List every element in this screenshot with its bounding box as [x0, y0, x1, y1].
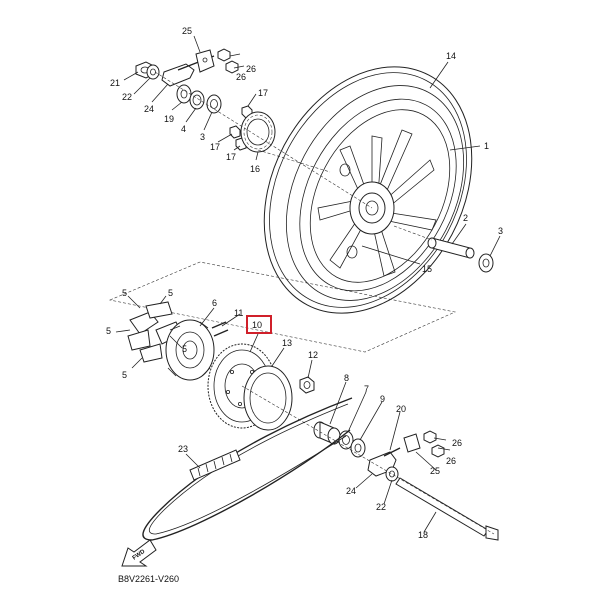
axis-line-upper — [154, 71, 373, 209]
callout-10-highlight[interactable]: 10 — [246, 315, 272, 334]
callout-4: 4 — [181, 124, 186, 134]
diagram-code: B8V2261-V260 — [118, 574, 179, 584]
callout-5-e: 5 — [182, 344, 187, 354]
callout-5-d: 5 — [122, 370, 127, 380]
callout-26-upper-a: 26 — [246, 64, 256, 74]
callout-24-lower: 24 — [346, 486, 356, 496]
callout-26-upper-b: 26 — [236, 72, 246, 82]
callout-12: 12 — [308, 350, 318, 360]
drive-chain — [142, 397, 353, 541]
callout-22-upper: 22 — [122, 92, 132, 102]
assembly-outline — [108, 261, 456, 353]
callout-21: 21 — [110, 78, 120, 88]
callout-13: 13 — [282, 338, 292, 348]
callout-10: 10 — [252, 320, 262, 330]
lock-washer-and-nut — [243, 365, 315, 431]
callout-24-upper: 24 — [144, 104, 154, 114]
collar-right — [393, 225, 494, 273]
callout-3-upper: 3 — [200, 132, 205, 142]
callout-5-b: 5 — [168, 288, 173, 298]
callout-1: 1 — [484, 141, 489, 151]
callout-17-c: 17 — [226, 152, 236, 162]
axis-line-rotor — [257, 149, 331, 173]
callout-8: 8 — [344, 373, 349, 383]
callout-26-lower-b: 26 — [446, 456, 456, 466]
callout-25-lower: 25 — [430, 466, 440, 476]
callout-5-c: 5 — [106, 326, 111, 336]
callout-11: 11 — [234, 308, 243, 318]
callout-7: 7 — [364, 384, 369, 394]
callout-14: 14 — [446, 51, 456, 61]
upper-left-parts — [135, 48, 276, 153]
highlight-box — [246, 315, 272, 334]
callout-26-lower-a: 26 — [452, 438, 462, 448]
callout-17-b: 17 — [210, 142, 220, 152]
axis-line-lower — [241, 385, 495, 535]
callout-25-upper: 25 — [182, 26, 192, 36]
callout-20: 20 — [396, 404, 406, 414]
clutch-hub-assembly — [127, 301, 229, 381]
callout-16: 16 — [250, 164, 260, 174]
fwd-arrow: FWD — [121, 539, 157, 567]
callout-3-right: 3 — [498, 226, 503, 236]
callout-19: 19 — [164, 114, 174, 124]
callout-17-a: 17 — [258, 88, 268, 98]
rear-wheel — [263, 66, 473, 314]
callout-18: 18 — [418, 530, 428, 540]
leader-lines — [115, 35, 501, 533]
callout-15: 15 — [422, 264, 432, 274]
callout-22-lower: 22 — [376, 502, 386, 512]
callout-2: 2 — [463, 213, 468, 223]
callout-5-a: 5 — [122, 288, 127, 298]
callout-23: 23 — [178, 444, 188, 454]
lower-right-parts — [313, 421, 499, 541]
callout-9: 9 — [380, 394, 385, 404]
callout-6: 6 — [212, 298, 217, 308]
